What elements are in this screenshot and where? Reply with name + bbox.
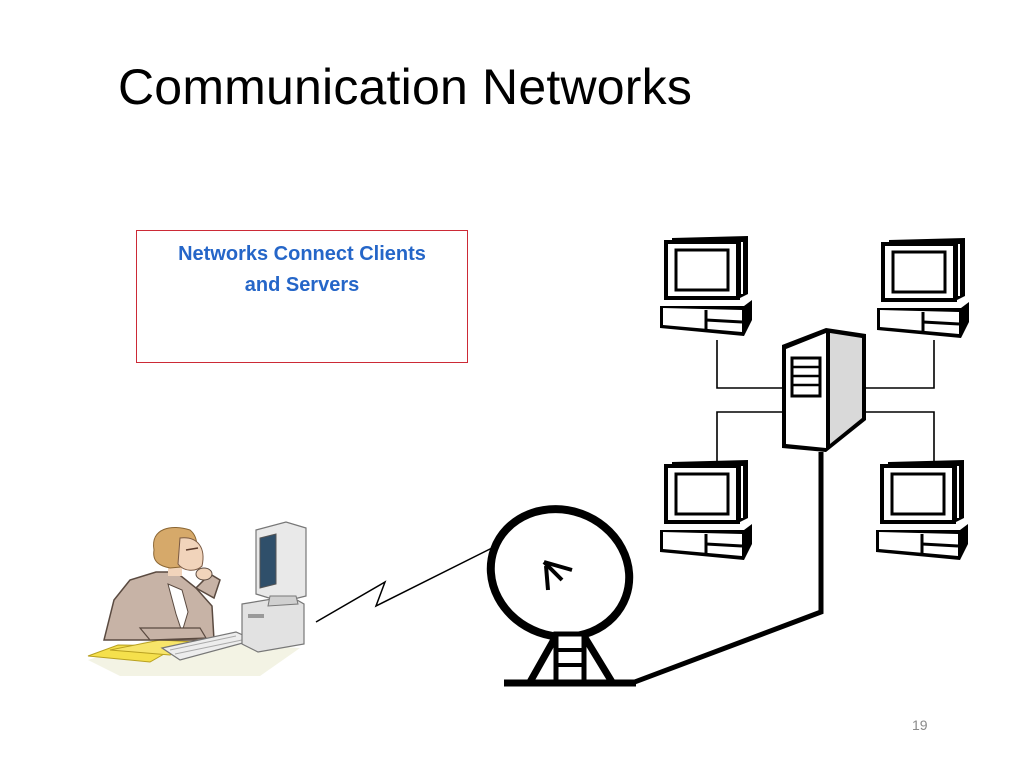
server-cable	[631, 452, 824, 686]
client-computer-icon	[875, 236, 971, 340]
client-computer-icon	[874, 458, 970, 562]
client-computer-icon	[658, 234, 754, 338]
satellite-dish-icon	[486, 505, 636, 687]
page-number: 19	[912, 717, 928, 733]
client-computer-icon	[658, 458, 754, 562]
lan-lines	[716, 340, 935, 462]
wireless-signal	[315, 545, 497, 623]
callout-box: Networks Connect Clients and Servers	[136, 230, 468, 363]
callout-text: Networks Connect Clients and Servers	[137, 239, 467, 301]
user-at-computer-icon	[87, 521, 307, 676]
callout-line-2: and Servers	[244, 274, 360, 296]
callout-line-1: Networks Connect Clients	[178, 243, 426, 265]
slide-title: Communication Networks	[118, 59, 693, 115]
server-icon	[782, 328, 866, 452]
